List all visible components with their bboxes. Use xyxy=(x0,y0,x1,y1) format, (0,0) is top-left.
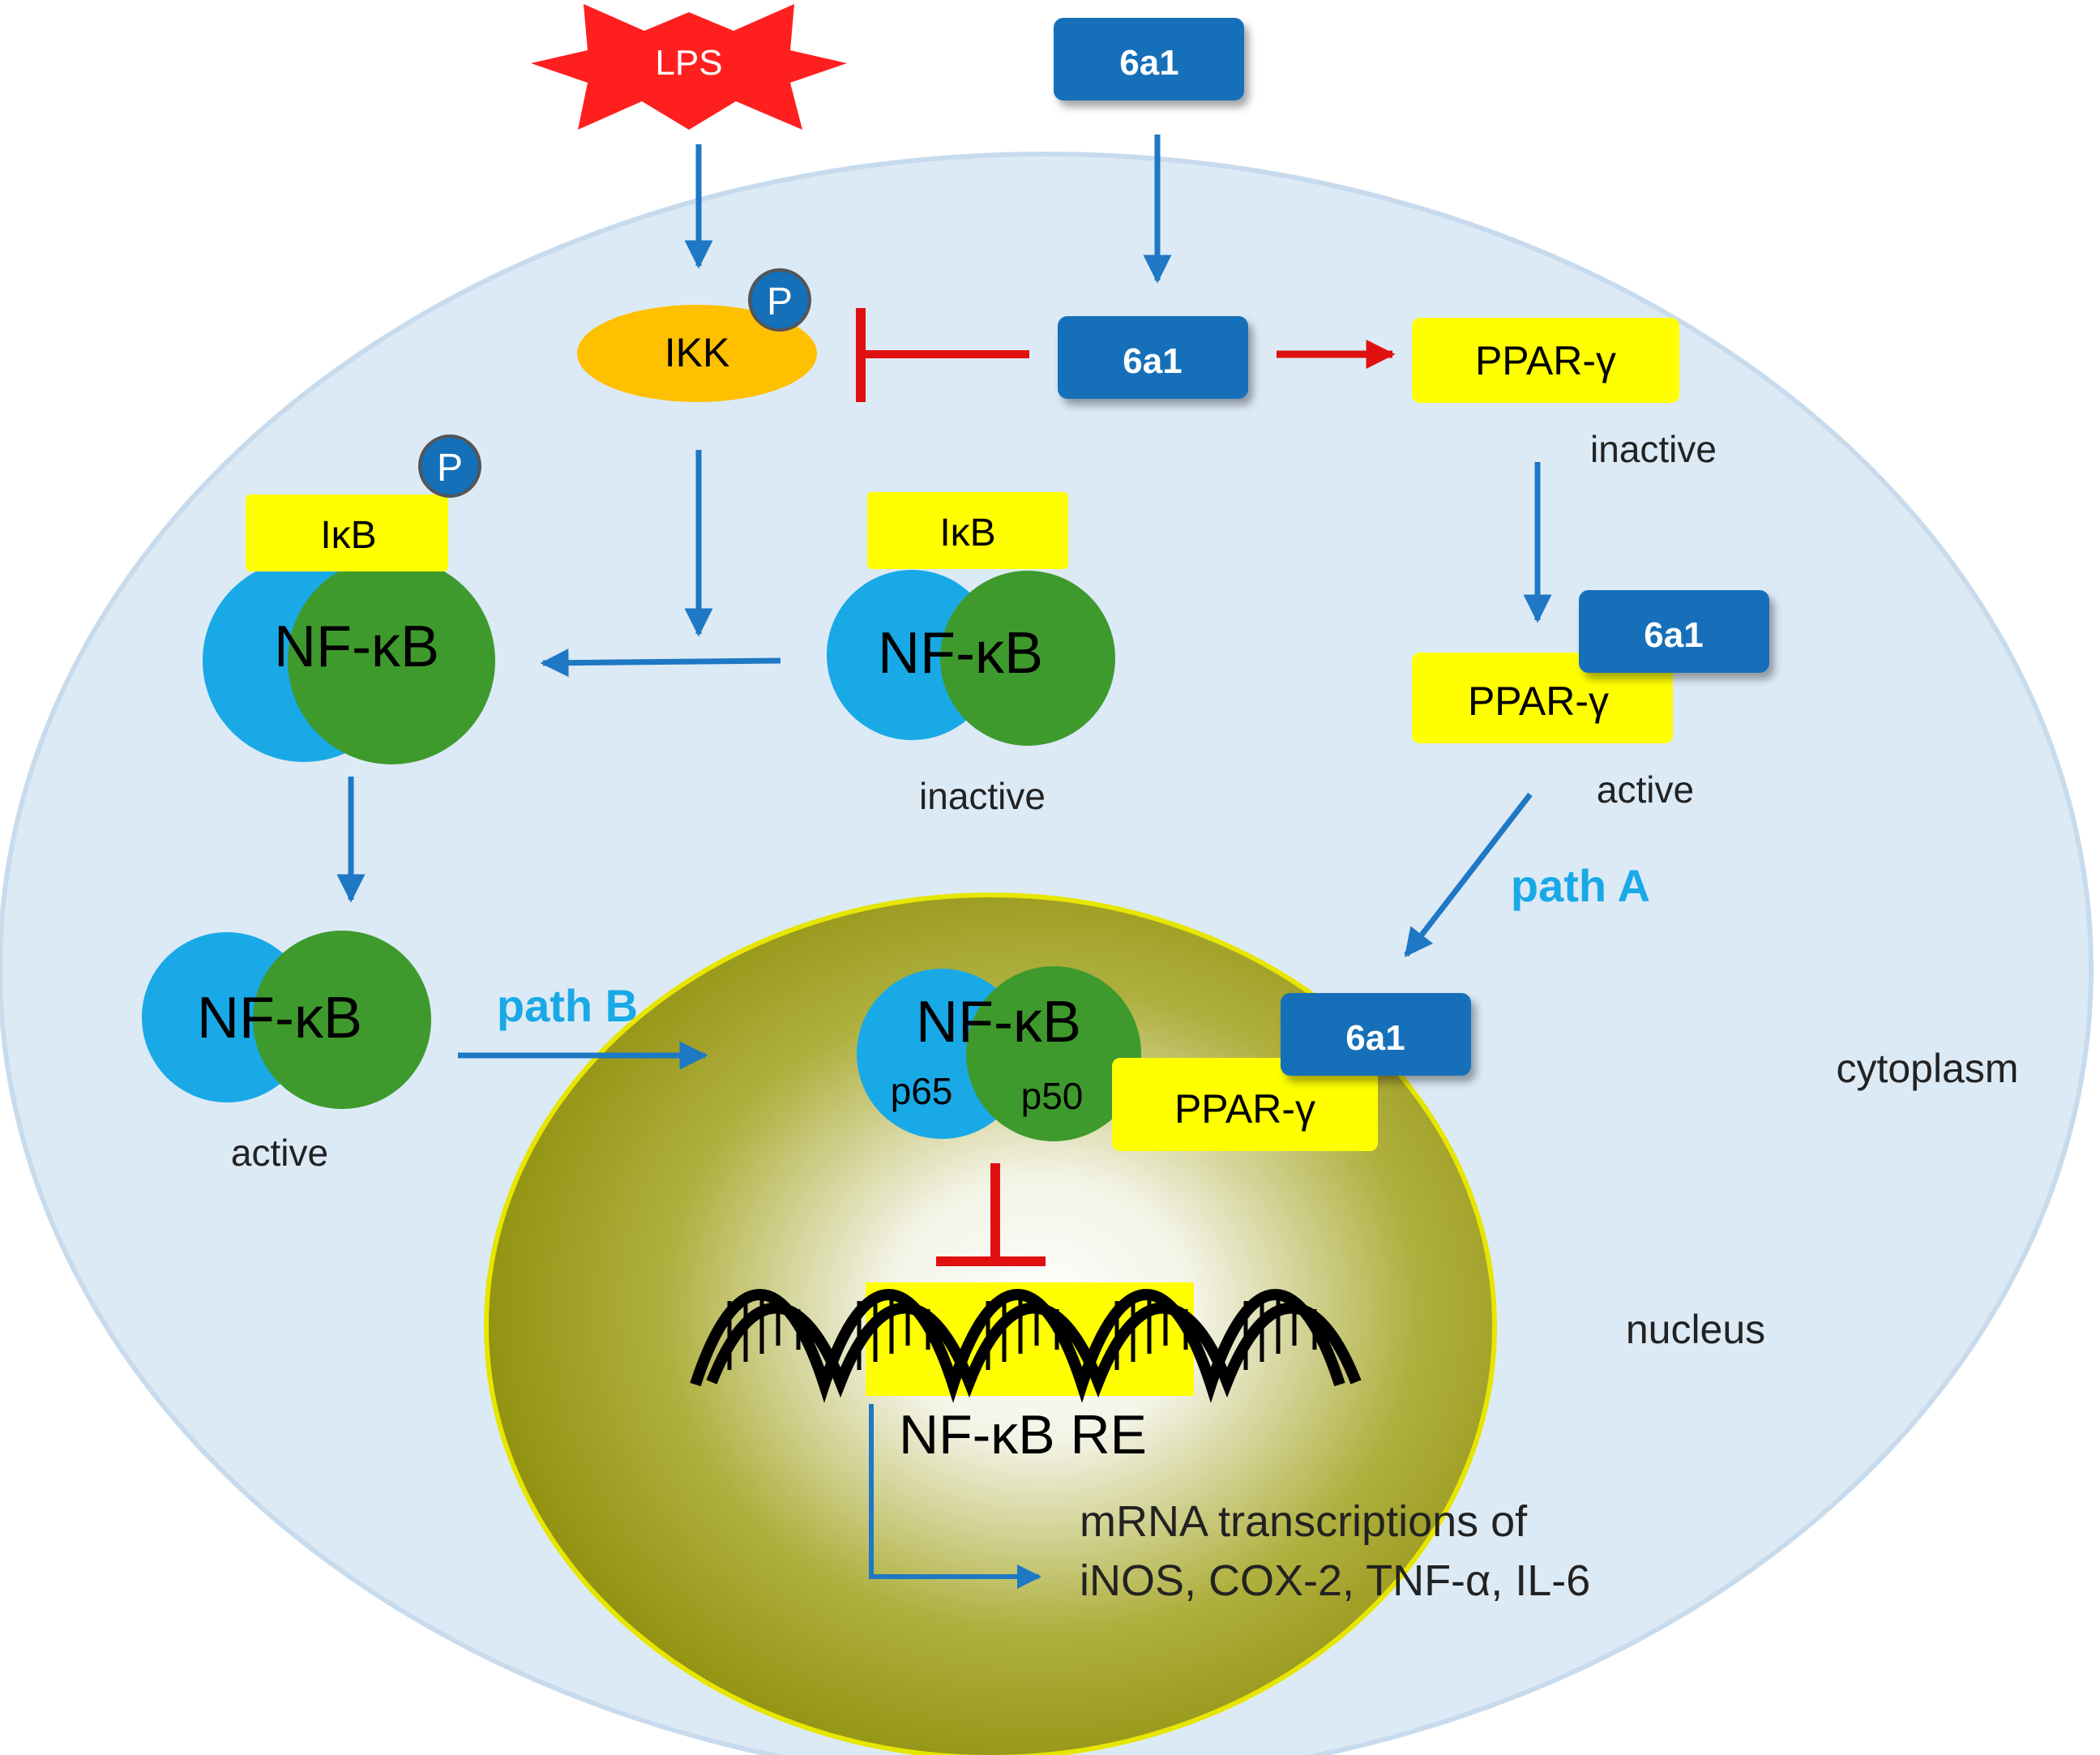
nfkb-phospho-label: NF-κB xyxy=(274,614,439,679)
ikb-inactive xyxy=(867,492,1068,569)
nfkb-p50-circle-inactive xyxy=(940,571,1115,746)
ppar-inactive xyxy=(1412,318,1679,403)
compound-6a1-on-ppar-label: 6a1 xyxy=(1644,615,1703,655)
dna-helix xyxy=(690,1289,1362,1403)
p50-label: p50 xyxy=(1021,1075,1084,1117)
arrow-path-a xyxy=(1404,792,1533,957)
ppar-inactive-status: inactive xyxy=(1590,428,1717,470)
nucleus-label: nucleus xyxy=(1626,1307,1765,1352)
nfkb-nuclear-label: NF-κB xyxy=(916,990,1081,1055)
ppar-nuclear xyxy=(1112,1058,1378,1151)
compound-6a1-nucleus-label: 6a1 xyxy=(1345,1018,1405,1058)
ppar-active-label: PPAR-γ xyxy=(1468,678,1609,724)
p65-label: p65 xyxy=(891,1070,953,1112)
compound-6a1-nucleus xyxy=(1281,993,1471,1076)
phospho-ikb-icon xyxy=(418,434,481,498)
phospho-ikk-icon xyxy=(748,268,811,332)
nfkb-active-label: NF-κB xyxy=(197,986,362,1051)
nfkb-p50-nuclear xyxy=(966,966,1141,1141)
arrow-ikb-phosphorylation xyxy=(540,648,781,678)
lps-star xyxy=(531,4,847,130)
phospho-ikb-label: P xyxy=(437,447,463,490)
nfkb-inactive-label: NF-κB xyxy=(878,621,1043,686)
output-line2: iNOS, COX-2, TNF-α, IL-6 xyxy=(1080,1556,1590,1605)
ikb-phospho-label: IκB xyxy=(320,514,376,557)
response-element-label: NF-κB RE xyxy=(899,1404,1147,1466)
lps-label: LPS xyxy=(655,43,722,83)
cytoplasm-label: cytoplasm xyxy=(1836,1046,2018,1091)
nfkb-active-status: active xyxy=(231,1132,328,1174)
ppar-inactive-label: PPAR-γ xyxy=(1475,338,1616,383)
compound-6a1-inside-label: 6a1 xyxy=(1123,341,1182,381)
ppar-nuclear-label: PPAR-γ xyxy=(1174,1086,1315,1132)
compound-6a1-outside xyxy=(1054,18,1244,101)
path-b-label: path B xyxy=(497,980,638,1031)
compound-6a1-inside xyxy=(1058,316,1248,399)
output-line1: mRNA transcriptions of xyxy=(1080,1497,1528,1546)
ikk-enzyme xyxy=(577,305,817,402)
ikb-inactive-label: IκB xyxy=(939,512,995,554)
nfkb-p50-circle-active xyxy=(253,931,431,1109)
compound-6a1-on-ppar xyxy=(1579,590,1769,673)
ppar-active-status: active xyxy=(1597,768,1694,811)
path-a-label: path A xyxy=(1511,860,1650,911)
ikk-label: IKK xyxy=(665,330,730,375)
arrow-transcription xyxy=(869,1404,1041,1589)
ppar-active xyxy=(1412,653,1673,743)
nfkb-p50-circle-phospho xyxy=(288,557,495,764)
nfkb-inactive-status: inactive xyxy=(919,775,1046,817)
compound-6a1-outside-label: 6a1 xyxy=(1119,43,1178,83)
phospho-ikk-label: P xyxy=(767,280,793,323)
ikb-phospho xyxy=(246,494,448,571)
